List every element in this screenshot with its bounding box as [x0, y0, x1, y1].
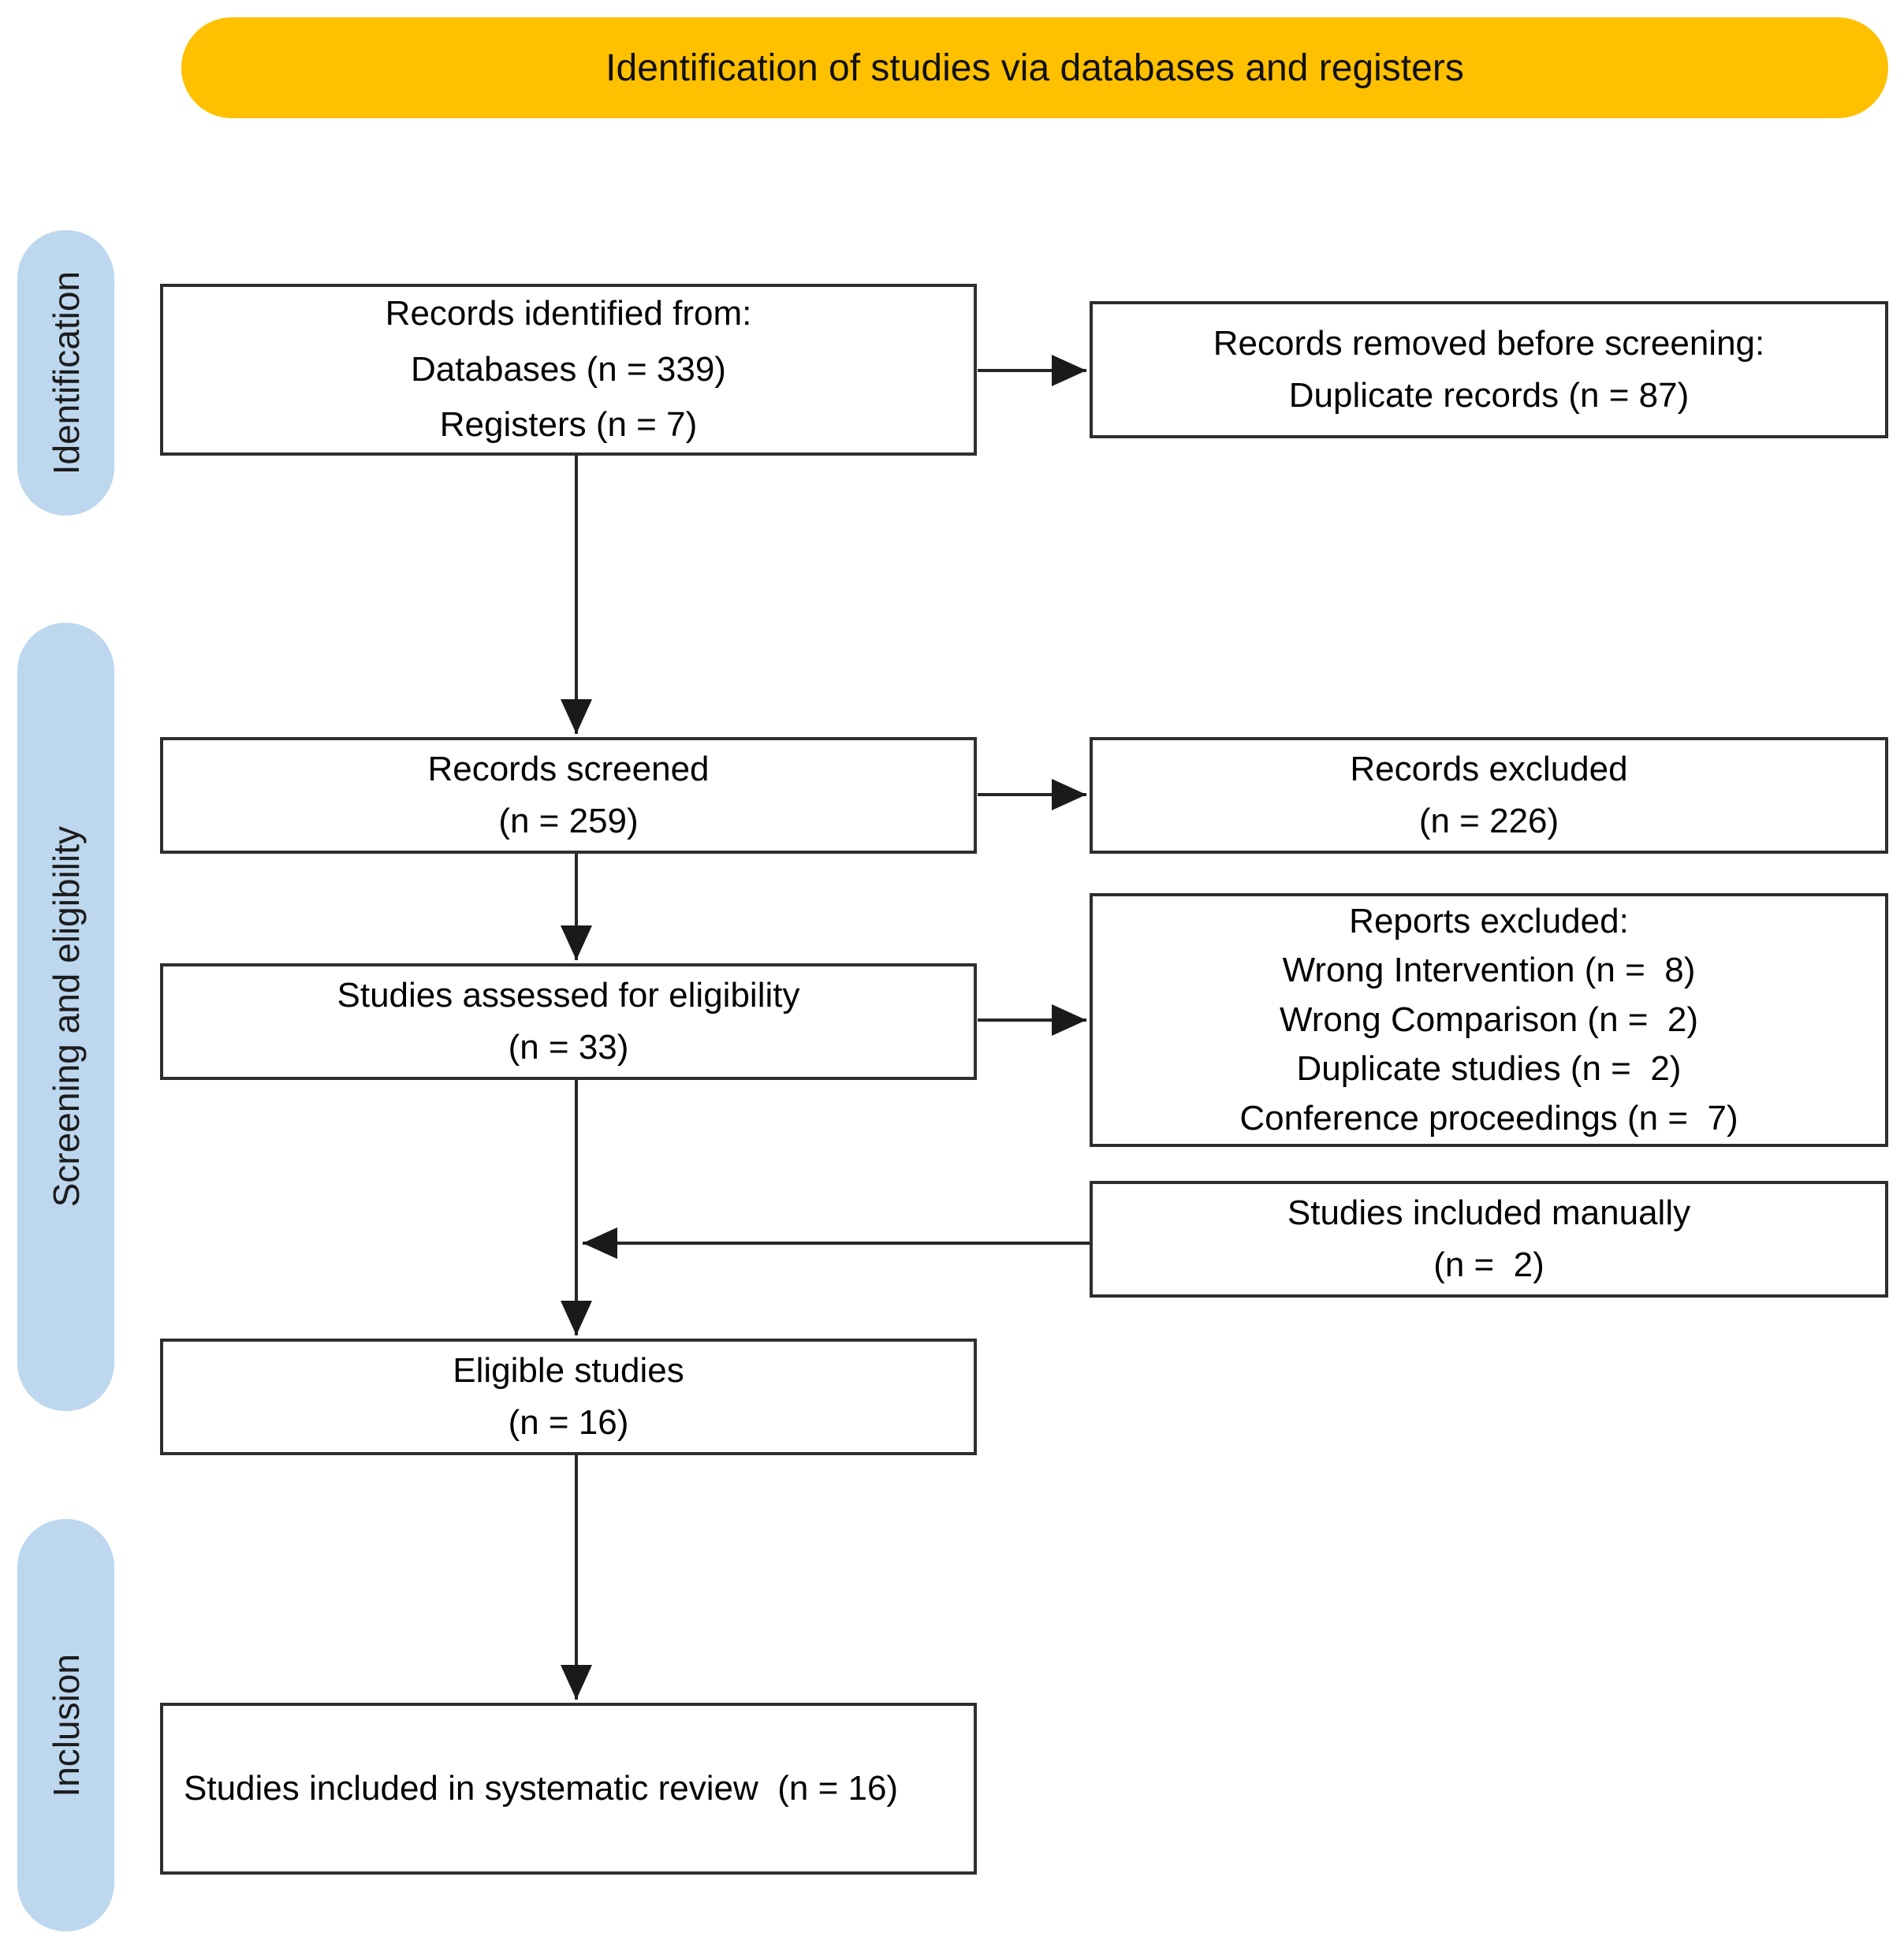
stage-label-text: Inclusion [45, 1653, 87, 1797]
diagram-title-banner: Identification of studies via databases … [181, 17, 1888, 118]
box-line: Records screened [427, 750, 710, 788]
box-line: Duplicate studies (n = 2) [1296, 1049, 1682, 1089]
box-line: (n = 16) [508, 1403, 629, 1442]
studies-included-review-box: Studies included in systematic review (n… [160, 1703, 977, 1875]
stage-label-text: Screening and eligibility [45, 826, 87, 1208]
records-removed-box: Records removed before screening: Duplic… [1090, 301, 1888, 438]
box-line: Registers (n = 7) [439, 405, 698, 445]
studies-included-manually-box: Studies included manually (n = 2) [1090, 1181, 1888, 1298]
box-line: (n = 226) [1418, 802, 1559, 840]
stage-label-inclusion: Inclusion [17, 1519, 114, 1931]
box-line: (n = 259) [498, 802, 639, 840]
box-line: Studies assessed for eligibility [337, 976, 800, 1015]
records-identified-box: Records identified from: Databases (n = … [160, 284, 977, 456]
box-line: Wrong Comparison (n = 2) [1279, 1000, 1699, 1039]
eligible-studies-box: Eligible studies (n = 16) [160, 1339, 977, 1455]
reports-excluded-box: Reports excluded: Wrong Intervention (n … [1090, 893, 1888, 1147]
records-excluded-box: Records excluded (n = 226) [1090, 737, 1888, 854]
box-line: Reports excluded: [1349, 901, 1629, 940]
diagram-title: Identification of studies via databases … [605, 47, 1464, 89]
box-line: Records identified from: [385, 294, 752, 333]
box-line: Databases (n = 339) [411, 349, 726, 389]
stage-label-identification: Identification [17, 230, 114, 516]
studies-assessed-box: Studies assessed for eligibility (n = 33… [160, 963, 977, 1080]
box-line: Studies included in systematic review (n… [184, 1769, 899, 1808]
box-line: Records excluded [1350, 750, 1628, 788]
box-line: (n = 33) [508, 1028, 629, 1067]
records-screened-box: Records screened (n = 259) [160, 737, 977, 854]
box-line: Conference proceedings (n = 7) [1239, 1098, 1738, 1138]
stage-label-text: Identification [45, 270, 87, 475]
box-line: Studies included manually [1287, 1193, 1691, 1232]
box-line: (n = 2) [1433, 1246, 1544, 1284]
stage-label-screening-eligibility: Screening and eligibility [17, 623, 114, 1411]
box-line: Wrong Intervention (n = 8) [1282, 951, 1696, 990]
box-line: Duplicate records (n = 87) [1288, 376, 1690, 415]
box-line: Records removed before screening: [1213, 324, 1765, 363]
box-line: Eligible studies [453, 1351, 684, 1390]
